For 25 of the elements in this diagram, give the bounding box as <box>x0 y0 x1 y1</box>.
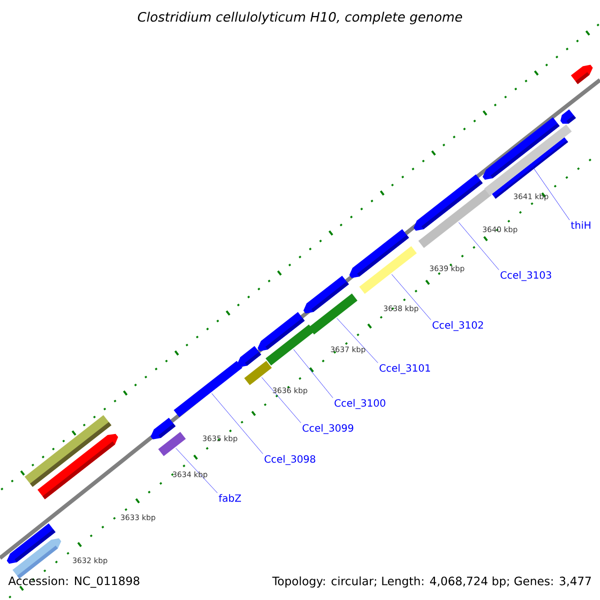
gene-segment <box>266 324 314 366</box>
gene-segment <box>359 246 417 294</box>
leader-line <box>176 448 218 494</box>
gene-segment <box>174 360 242 418</box>
title: Clostridium cellulolyticum H10, complete genome <box>138 12 462 24</box>
gene-label: thiH <box>571 221 590 229</box>
leader-line <box>212 393 264 454</box>
leader-line <box>392 274 432 320</box>
gene-label: Ccel_3101 <box>380 364 430 374</box>
gene-label: Ccel_3102 <box>432 321 483 331</box>
gene-label: Ccel_3099 <box>302 424 354 434</box>
leader-line <box>336 318 378 364</box>
gene-segment <box>158 432 186 456</box>
gene-segment <box>308 294 358 334</box>
gene-label: Ccel_3098 <box>264 455 316 465</box>
gene-segment <box>244 360 272 386</box>
gene-label: Ccel_3103 <box>500 271 552 281</box>
gene-label: fabZ <box>218 494 241 502</box>
genome-info-text: Topology: circular; Length: 4,068,724 bp; Genes: 3,477 <box>272 576 591 588</box>
leader-line <box>531 164 570 220</box>
leader-line <box>262 377 302 424</box>
gene-label: Ccel_3100 <box>334 399 386 409</box>
leader-line <box>458 222 500 270</box>
leader-line <box>293 349 334 398</box>
accession-text: Accession: NC_011898 <box>8 576 140 588</box>
